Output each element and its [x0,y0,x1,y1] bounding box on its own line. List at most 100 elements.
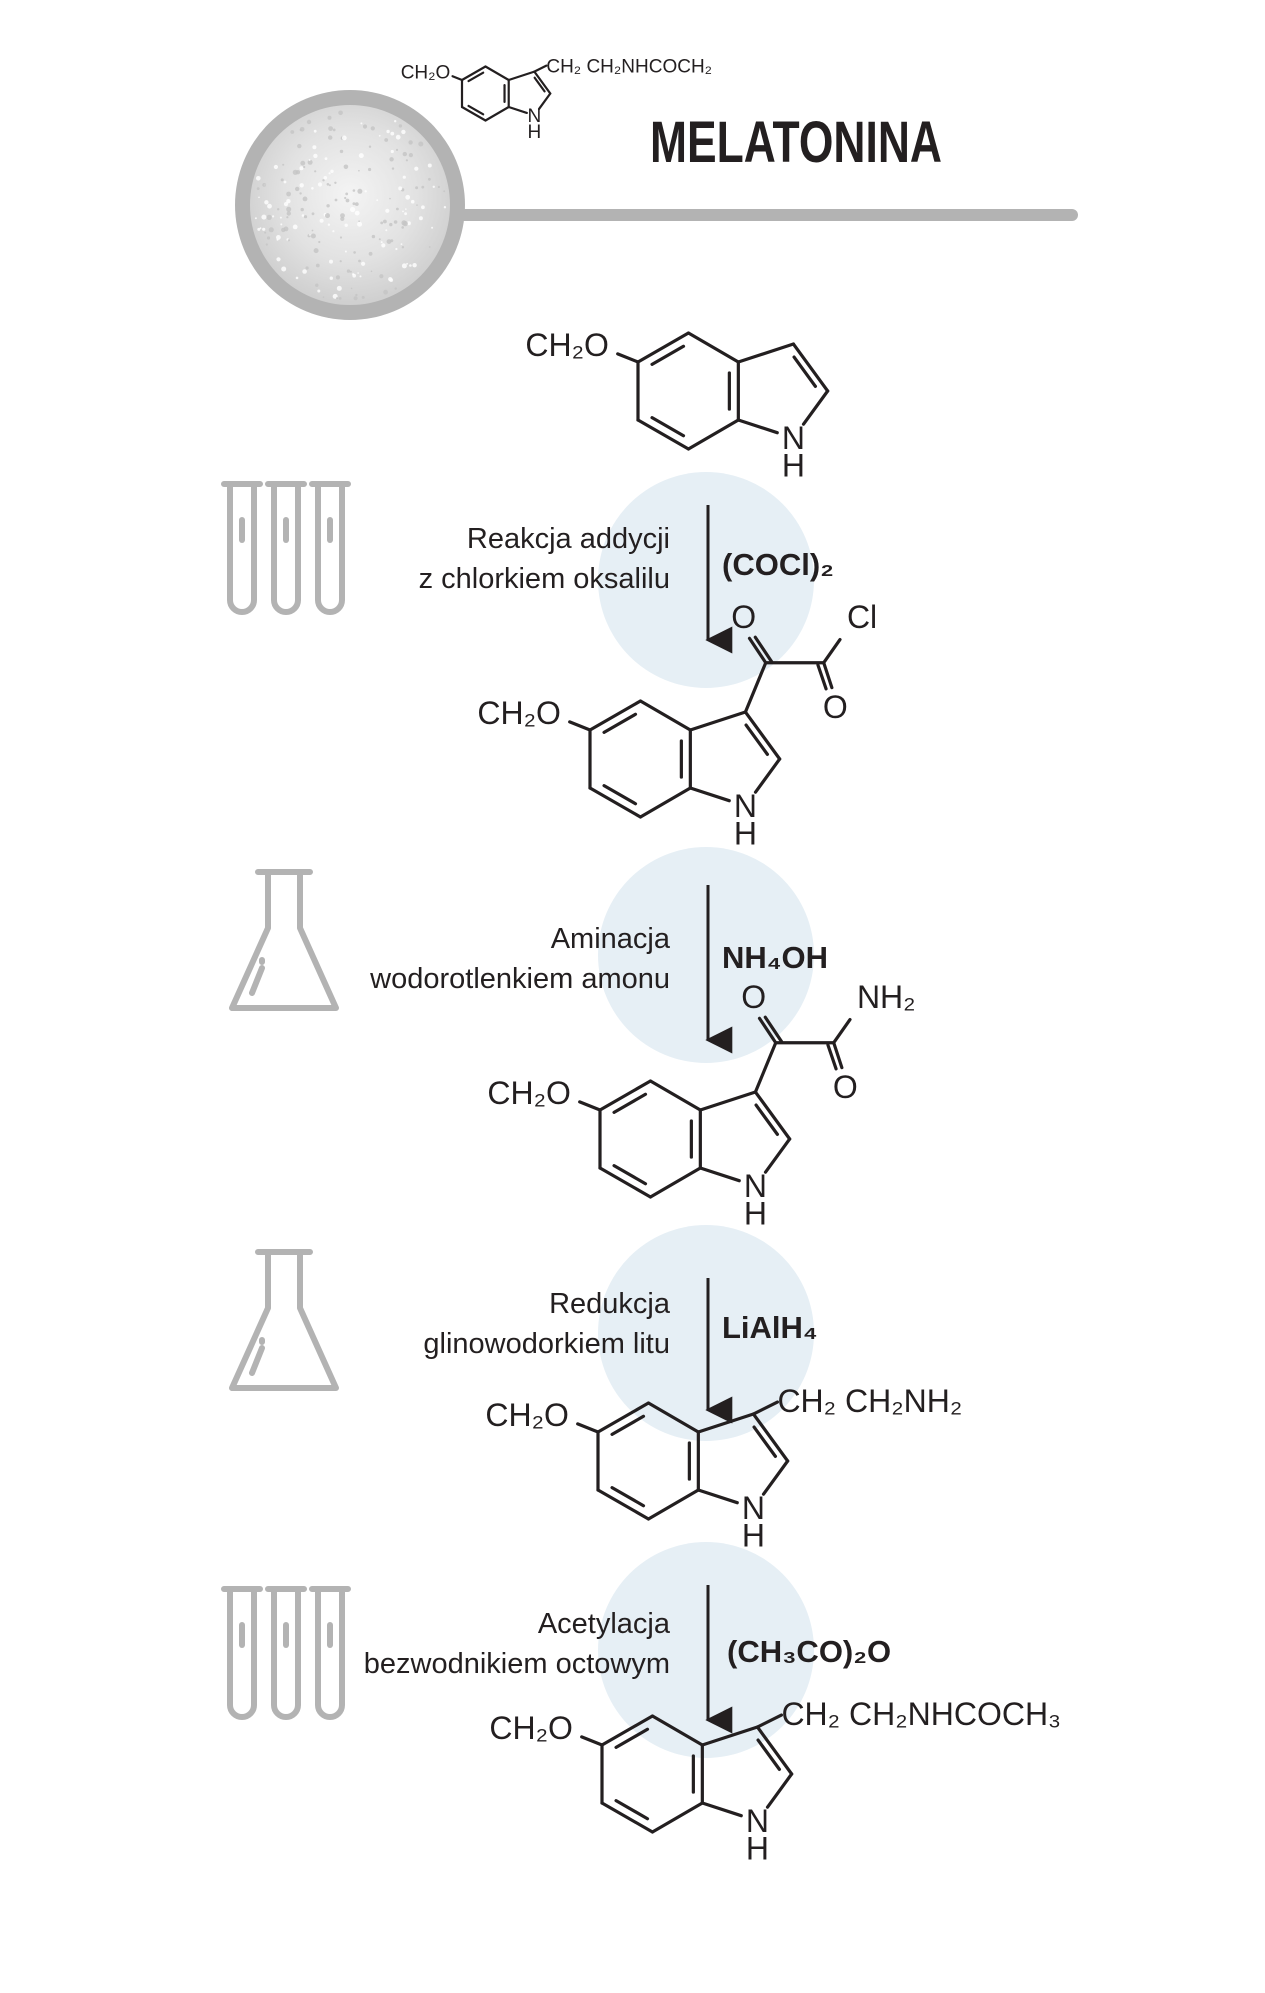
side-chain-label: CH₂ CH₂NH₂ [777,1383,962,1419]
powder-speck [315,283,319,287]
powder-speck [339,236,343,239]
powder-speck [364,190,367,193]
powder-speck [283,180,287,184]
powder-speck [421,185,425,189]
powder-speck [358,220,360,222]
powder-speck [349,270,352,273]
powder-speck [311,212,315,216]
flask-icon [229,869,339,1011]
powder-speck [361,261,366,266]
powder-speck [330,169,334,173]
step-1-reagent: (COCl)₂ [722,547,834,582]
powder-speck [306,119,312,125]
carbonyl-o-label: O [823,689,848,725]
powder-speck [370,270,373,273]
powder-speck [302,196,308,202]
powder-speck [390,149,394,154]
step-2-label-line1: Aminacja [551,923,671,955]
h-label: H [734,815,757,851]
powder-speck [352,202,356,206]
powder-speck [287,239,290,242]
powder-speck [378,134,381,137]
powder-speck [405,208,407,210]
powder-speck [380,221,384,225]
powder-speck [309,234,311,236]
powder-speck [343,164,349,170]
powder-speck [314,170,317,173]
powder-speck [368,167,372,172]
powder-speck [322,179,325,182]
powder-speck [295,276,299,280]
powder-speck [319,218,324,223]
h-label: H [742,1517,765,1553]
powder-speck [301,214,305,217]
powder-speck [389,197,391,200]
powder-speck [280,178,284,182]
powder-speck [408,140,413,145]
powder-speck [282,163,285,166]
step-1-bubble [598,472,814,688]
methoxy-label: CH₂O [485,1397,569,1433]
powder-speck [328,135,333,140]
powder-speck [256,187,260,191]
powder-speck [317,182,323,187]
powder-speck [352,189,356,192]
powder-speck [276,238,279,241]
nh-label: N [746,1803,769,1839]
step-1-label-line2: z chlorkiem oksalilu [419,563,670,595]
powder-speck [388,277,393,282]
powder-speck [292,169,298,175]
step-labels: Reakcja addycji z chlorkiem oksalilu (CO… [364,523,891,1680]
carbonyl-o-label: O [741,979,766,1015]
powder-speck [266,236,271,240]
powder-speck [353,251,356,254]
powder-speck [277,208,280,211]
powder-speck [414,166,419,171]
powder-speck [265,243,268,246]
powder-speck [286,216,289,219]
powder-speck [276,257,281,262]
powder-speck [344,223,348,227]
powder-speck [303,215,308,219]
flask-icon [229,1249,339,1391]
powder-speck [324,157,328,161]
powder-speck [401,263,407,269]
powder-speck [339,260,342,263]
powder-speck [428,177,431,181]
powder-speck [398,186,403,191]
powder-speck [432,185,435,188]
powder-speck [332,128,336,132]
powder-speck [401,129,406,135]
powder-speck [386,239,392,245]
powder-speck [258,196,260,199]
powder-speck [368,145,372,148]
powder-texture [254,110,447,301]
powder-speck [355,293,358,297]
powder-speck [286,199,291,204]
powder-speck [353,296,358,301]
powder-speck [398,124,403,128]
powder-speck [386,129,390,134]
powder-speck [395,247,398,251]
powder-speck [408,153,413,158]
powder-speck [402,175,406,179]
powder-speck [389,222,393,227]
powder-speck [354,210,360,216]
powder-speck [371,234,376,239]
powder-speck [418,141,424,147]
powder-speck [354,202,359,207]
powder-speck [389,157,394,162]
powder-speck [437,185,440,189]
powder-speck [412,263,417,268]
powder-speck [312,145,317,150]
powder-speck [362,124,368,129]
powder-speck [416,204,418,206]
powder-speck [378,238,381,241]
powder-speck [391,167,395,170]
powder-speck [336,297,339,300]
powder-speck [421,205,425,210]
powder-speck [383,289,388,295]
step-4-reagent: (CH₃CO)₂O [727,1634,891,1669]
